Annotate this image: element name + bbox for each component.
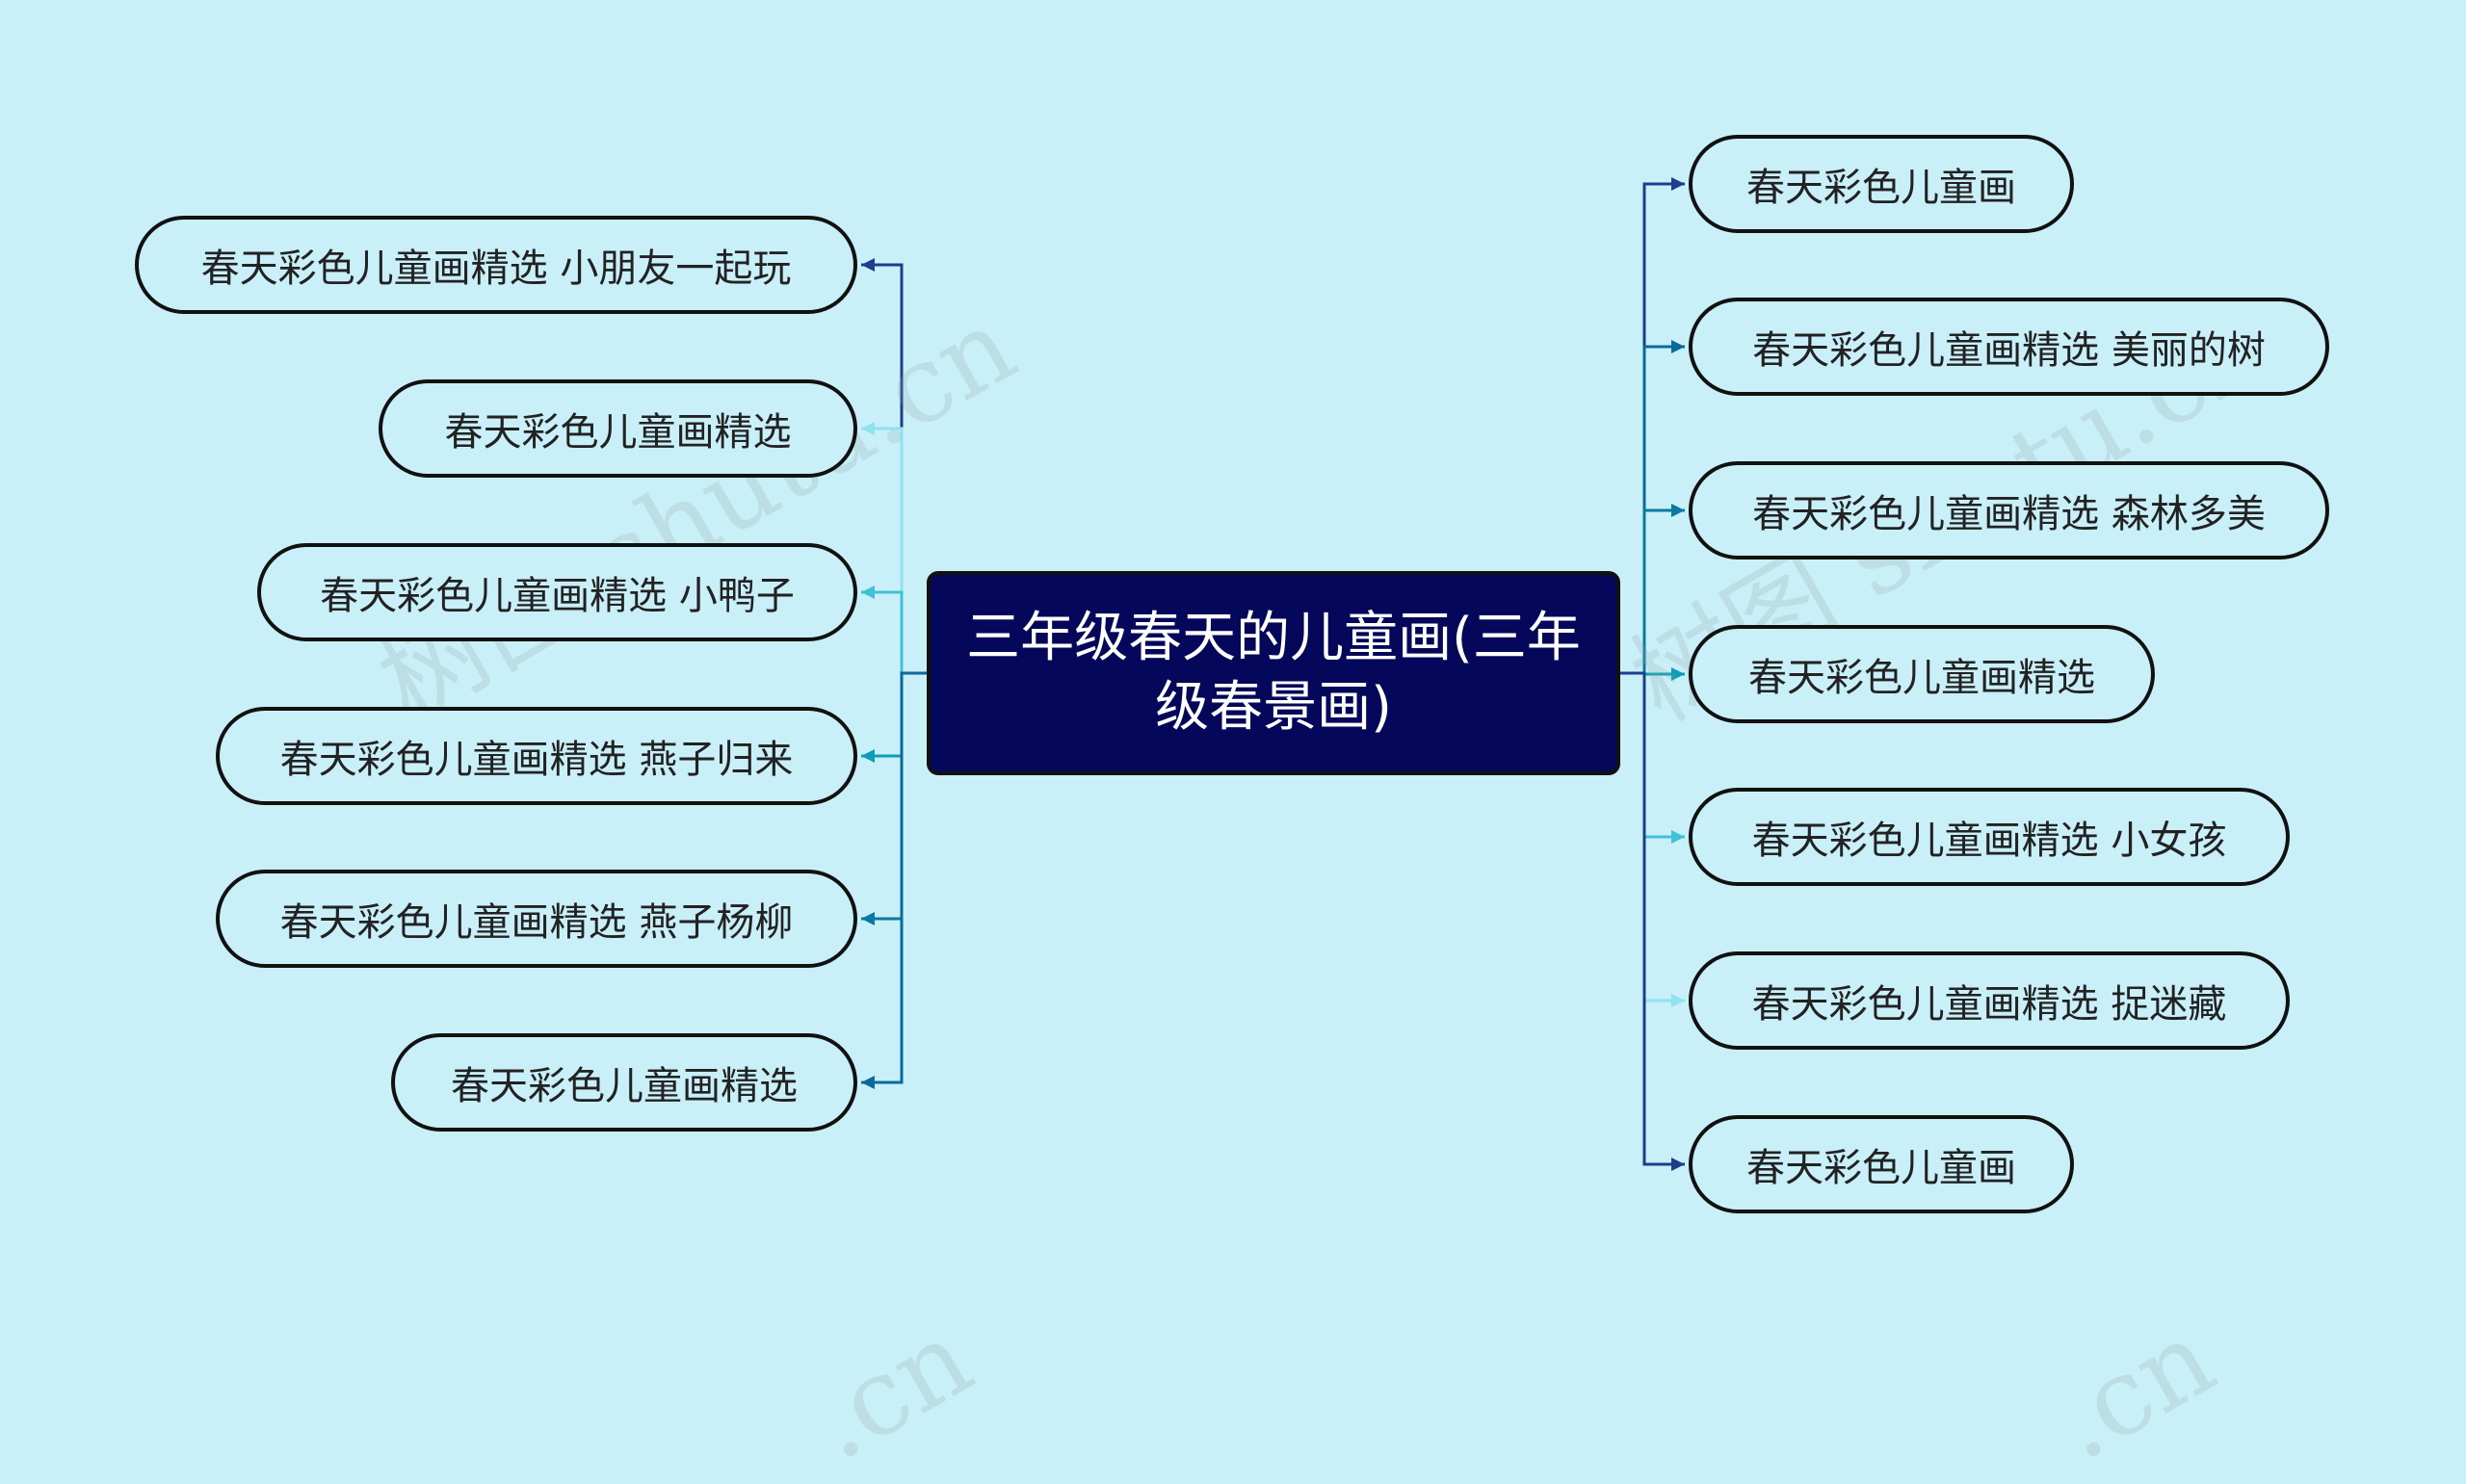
left-node-6[interactable]: 春天彩色儿童画精选 [391, 1033, 857, 1132]
left-connector-5 [861, 671, 927, 921]
left-node-3-label: 春天彩色儿童画精选 小鸭子 [320, 574, 795, 618]
right-connector-7 [1620, 671, 1685, 1166]
root-node-label: 三年级春天的儿童画(三年级春景画) [966, 607, 1581, 739]
right-arrow-2 [1671, 340, 1685, 353]
right-node-6[interactable]: 春天彩色儿童画精选 捉迷藏 [1689, 951, 2290, 1050]
right-arrow-3 [1671, 504, 1685, 517]
right-node-4-label: 春天彩色儿童画精选 [1748, 656, 2095, 700]
right-node-7[interactable]: 春天彩色儿童画 [1689, 1115, 2074, 1213]
right-node-5[interactable]: 春天彩色儿童画精选 小女孩 [1689, 788, 2290, 886]
connector-lines [861, 177, 1685, 1171]
left-node-6-label: 春天彩色儿童画精选 [451, 1064, 798, 1108]
root-node[interactable]: 三年级春天的儿童画(三年级春景画) [927, 571, 1620, 775]
right-connector-1 [1620, 182, 1685, 675]
left-arrow-4 [861, 749, 875, 763]
left-arrow-2 [861, 422, 875, 435]
right-node-4[interactable]: 春天彩色儿童画精选 [1689, 625, 2155, 723]
right-arrow-4 [1671, 667, 1685, 681]
right-node-7-label: 春天彩色儿童画 [1746, 1146, 2016, 1190]
right-arrow-7 [1671, 1158, 1685, 1171]
right-node-1-label: 春天彩色儿童画 [1746, 166, 2016, 210]
right-node-5-label: 春天彩色儿童画精选 小女孩 [1751, 819, 2227, 863]
left-node-4[interactable]: 春天彩色儿童画精选 燕子归来 [216, 707, 857, 805]
left-connector-6 [861, 671, 927, 1084]
right-arrow-6 [1671, 994, 1685, 1007]
left-node-5-label: 春天彩色儿童画精选 燕子杨柳 [279, 900, 794, 945]
right-arrow-5 [1671, 830, 1685, 844]
left-arrow-6 [861, 1076, 875, 1089]
left-node-4-label: 春天彩色儿童画精选 燕子归来 [279, 738, 794, 782]
right-node-1[interactable]: 春天彩色儿童画 [1689, 135, 2074, 233]
right-arrow-1 [1671, 177, 1685, 191]
right-connector-3 [1620, 508, 1685, 675]
right-node-2[interactable]: 春天彩色儿童画精选 美丽的树 [1689, 298, 2329, 396]
left-node-2[interactable]: 春天彩色儿童画精选 [379, 379, 857, 478]
left-connector-1 [861, 263, 927, 675]
right-node-3-label: 春天彩色儿童画精选 森林多美 [1752, 492, 2266, 536]
left-node-1-label: 春天彩色儿童画精选 小朋友一起玩 [200, 247, 792, 291]
left-node-5[interactable]: 春天彩色儿童画精选 燕子杨柳 [216, 870, 857, 968]
right-node-2-label: 春天彩色儿童画精选 美丽的树 [1752, 328, 2266, 373]
left-node-1[interactable]: 春天彩色儿童画精选 小朋友一起玩 [135, 216, 857, 314]
right-node-3[interactable]: 春天彩色儿童画精选 森林多美 [1689, 461, 2329, 560]
left-connector-2 [861, 427, 927, 675]
right-node-6-label: 春天彩色儿童画精选 捉迷藏 [1751, 982, 2227, 1027]
left-connector-3 [861, 590, 927, 675]
left-arrow-3 [861, 586, 875, 599]
left-node-3[interactable]: 春天彩色儿童画精选 小鸭子 [257, 543, 857, 641]
left-node-2-label: 春天彩色儿童画精选 [444, 410, 792, 455]
left-arrow-5 [861, 912, 875, 925]
left-arrow-1 [861, 258, 875, 272]
right-connector-5 [1620, 671, 1685, 839]
left-connector-4 [861, 671, 927, 758]
